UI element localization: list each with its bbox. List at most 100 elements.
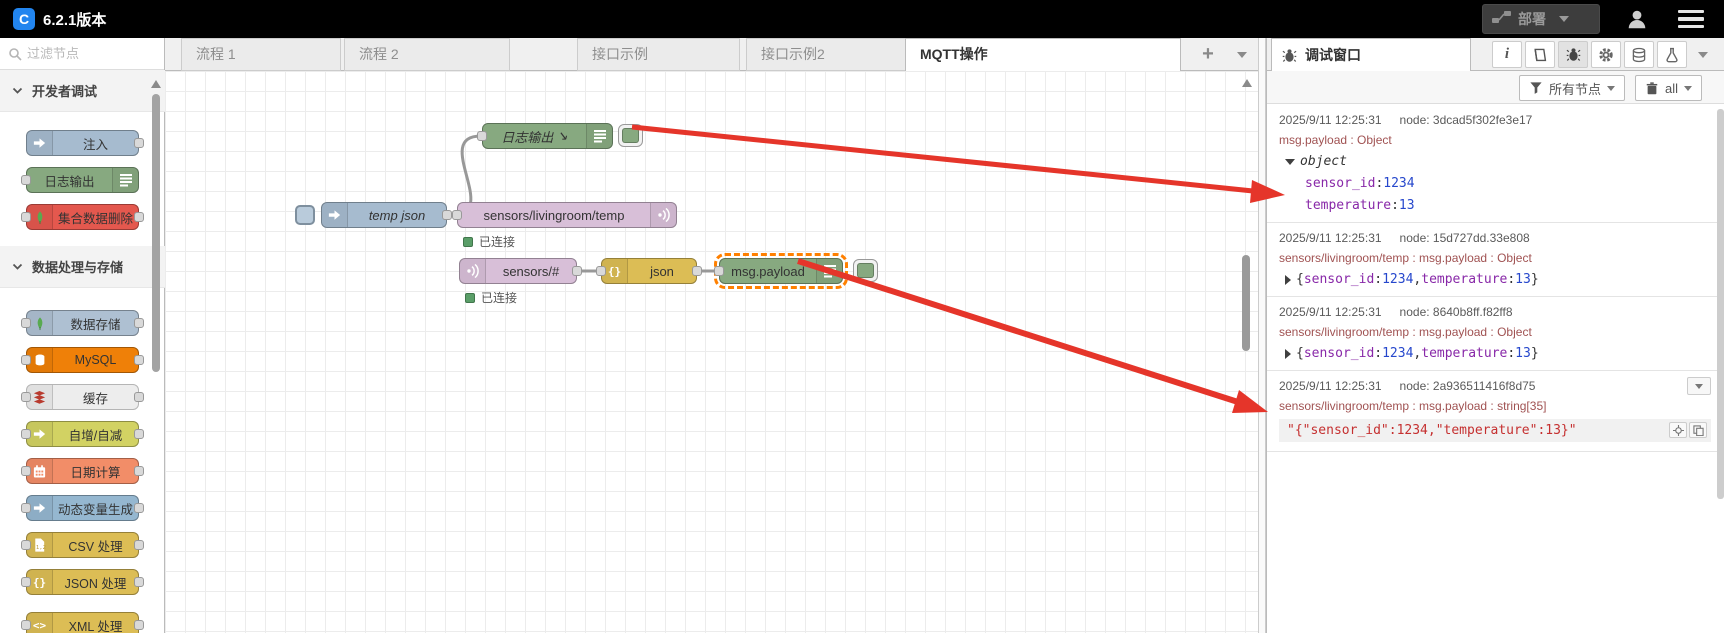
palette-category-data-storage[interactable]: 数据处理与存储 <box>0 246 165 288</box>
palette-node-mysql[interactable]: MySQL <box>21 347 144 373</box>
input-port <box>21 355 31 365</box>
flow-lab-tab-button[interactable] <box>1657 41 1687 68</box>
object-root-label: object <box>1300 154 1347 169</box>
deploy-label: 部署 <box>1518 11 1546 27</box>
deploy-button[interactable]: 部署 <box>1482 4 1600 34</box>
input-port[interactable] <box>596 266 606 276</box>
palette-node-cache[interactable]: 缓存 <box>21 384 144 410</box>
output-port[interactable] <box>572 266 582 276</box>
config-tab-button[interactable] <box>1591 41 1621 68</box>
tab-flow-1[interactable]: 流程 1 <box>181 38 341 71</box>
palette-node-data-store[interactable]: 数据存储 <box>21 310 144 336</box>
debug-tab-button[interactable] <box>1558 41 1588 68</box>
palette-node-date-calc[interactable]: 日期计算 <box>21 458 144 484</box>
tab-api-example[interactable]: 接口示例 <box>577 38 740 71</box>
sidebar-menu-caret-icon[interactable] <box>1698 51 1708 58</box>
mqtt-out-status: 已连接 <box>463 233 515 250</box>
message-node-id[interactable]: node: 2a936511416f8d75 <box>1399 379 1536 393</box>
canvas-scroll-up-arrow[interactable] <box>1242 79 1252 87</box>
debug-message: 2025/9/11 12:25:31 node: 3dcad5f302fe3e1… <box>1267 105 1724 223</box>
flow-node-msg-payload[interactable]: msg.payload <box>714 253 848 289</box>
mqtt-in-status: 已连接 <box>465 289 517 306</box>
message-node-id[interactable]: node: 15d727dd.33e808 <box>1399 231 1530 245</box>
message-menu-button[interactable] <box>1687 377 1711 395</box>
output-port <box>134 466 144 476</box>
flow-node-mqtt-out[interactable]: sensors/livingroom/temp <box>452 202 677 228</box>
palette-node-label: 集合数据删除 <box>57 211 133 226</box>
palette-scrollbar[interactable] <box>152 94 160 372</box>
inject-trigger-button[interactable] <box>295 205 315 225</box>
panel-splitter[interactable] <box>1258 38 1266 633</box>
add-flow-button[interactable]: + <box>1202 43 1214 65</box>
copy-path-button[interactable] <box>1669 422 1687 438</box>
expand-triangle-icon[interactable] <box>1285 274 1291 285</box>
input-port <box>21 540 31 550</box>
output-port <box>134 138 144 148</box>
palette-node-dynamic-var[interactable]: 动态变量生成 <box>21 495 144 521</box>
canvas-scrollbar[interactable] <box>1242 255 1250 351</box>
debug-panel-tab[interactable]: 调试窗口 <box>1271 38 1471 71</box>
flow-node-log-output[interactable]: 日志输出 ↘ <box>477 123 613 149</box>
output-port <box>134 429 144 439</box>
palette-node-json[interactable]: {} JSON 处理 <box>21 569 144 595</box>
inject-arrow-icon <box>27 131 53 155</box>
input-port <box>21 212 31 222</box>
output-port[interactable] <box>692 266 702 276</box>
gear-icon <box>1599 47 1613 62</box>
flow-canvas[interactable]: 日志输出 ↘ temp json sensors/livingroom/temp… <box>165 71 1258 633</box>
deploy-caret-icon[interactable] <box>1559 16 1569 22</box>
palette-node-log-output[interactable]: 日志输出 <box>21 167 139 193</box>
tab-mqtt-active[interactable]: MQTT操作 <box>905 38 1181 71</box>
palette-node-label: XML 处理 <box>68 619 123 633</box>
debug-message-list: 2025/9/11 12:25:31 node: 3dcad5f302fe3e1… <box>1267 105 1724 633</box>
object-tree-root[interactable]: object <box>1279 154 1711 169</box>
messages-scrollbar[interactable] <box>1717 109 1724 499</box>
flow-node-mqtt-in[interactable]: sensors/# <box>459 258 582 284</box>
info-tab-button[interactable]: i <box>1492 41 1522 68</box>
status-label: 已连接 <box>479 235 516 249</box>
message-node-id[interactable]: node: 8640b8ff.f82ff8 <box>1399 305 1513 319</box>
object-inline-row[interactable]: { sensor_id: 1234, temperature: 13 } <box>1279 346 1711 361</box>
message-topic-type: sensors/livingroom/temp : msg.payload : … <box>1279 399 1547 413</box>
collapse-triangle-icon[interactable] <box>1285 158 1295 165</box>
input-port[interactable] <box>452 210 462 220</box>
copy-value-button[interactable] <box>1689 422 1707 438</box>
help-tab-button[interactable] <box>1525 41 1555 68</box>
message-node-id[interactable]: node: 3dcad5f302fe3e17 <box>1399 113 1533 127</box>
tab-list-caret-icon[interactable] <box>1237 52 1247 58</box>
palette-category-dev-debug[interactable]: 开发者调试 <box>0 70 165 112</box>
svg-text:1,2: 1,2 <box>36 545 46 551</box>
palette-node-increment[interactable]: 自增/自减 <box>21 421 144 447</box>
clear-messages-button[interactable]: all <box>1634 75 1702 101</box>
filter-nodes-button[interactable]: 所有节点 <box>1518 75 1625 101</box>
calendar-icon <box>27 459 53 483</box>
palette-node-label: 日期计算 <box>70 465 121 480</box>
debug-enable-toggle[interactable] <box>618 124 643 147</box>
debug-enable-toggle[interactable] <box>853 259 878 282</box>
user-button[interactable] <box>1626 8 1648 30</box>
tab-flow-2[interactable]: 流程 2 <box>344 38 510 71</box>
expand-triangle-icon[interactable] <box>1285 348 1291 359</box>
input-port[interactable] <box>714 266 724 276</box>
palette-search-input[interactable] <box>27 46 145 61</box>
broadcast-icon <box>460 259 486 283</box>
palette-node-label: CSV 处理 <box>68 539 123 554</box>
message-topic-type: sensors/livingroom/temp : msg.payload : … <box>1279 251 1532 265</box>
palette-node-inject[interactable]: 注入 <box>26 130 144 156</box>
palette-node-csv[interactable]: 1,2 CSV 处理 <box>21 532 144 558</box>
palette-scroll-up-arrow[interactable] <box>151 80 161 88</box>
output-port[interactable] <box>442 210 452 220</box>
palette-node-xml[interactable]: <> XML 处理 <box>21 612 144 633</box>
input-port[interactable] <box>477 131 487 141</box>
csv-file-icon: 1,2 <box>27 533 53 557</box>
flow-node-temp-json[interactable]: temp json <box>321 202 452 228</box>
context-data-tab-button[interactable] <box>1624 41 1654 68</box>
object-entry: sensor_id: 1234 <box>1305 176 1415 191</box>
flow-node-json[interactable]: {} json <box>596 258 702 284</box>
debug-message: 2025/9/11 12:25:31 node: 15d727dd.33e808… <box>1267 223 1724 297</box>
input-port <box>21 392 31 402</box>
tab-api-example-2[interactable]: 接口示例2 <box>746 38 908 71</box>
palette-node-collection-delete[interactable]: 集合数据删除 <box>21 204 144 230</box>
object-inline-row[interactable]: { sensor_id: 1234, temperature: 13 } <box>1279 272 1711 287</box>
main-menu-button[interactable] <box>1678 10 1704 28</box>
